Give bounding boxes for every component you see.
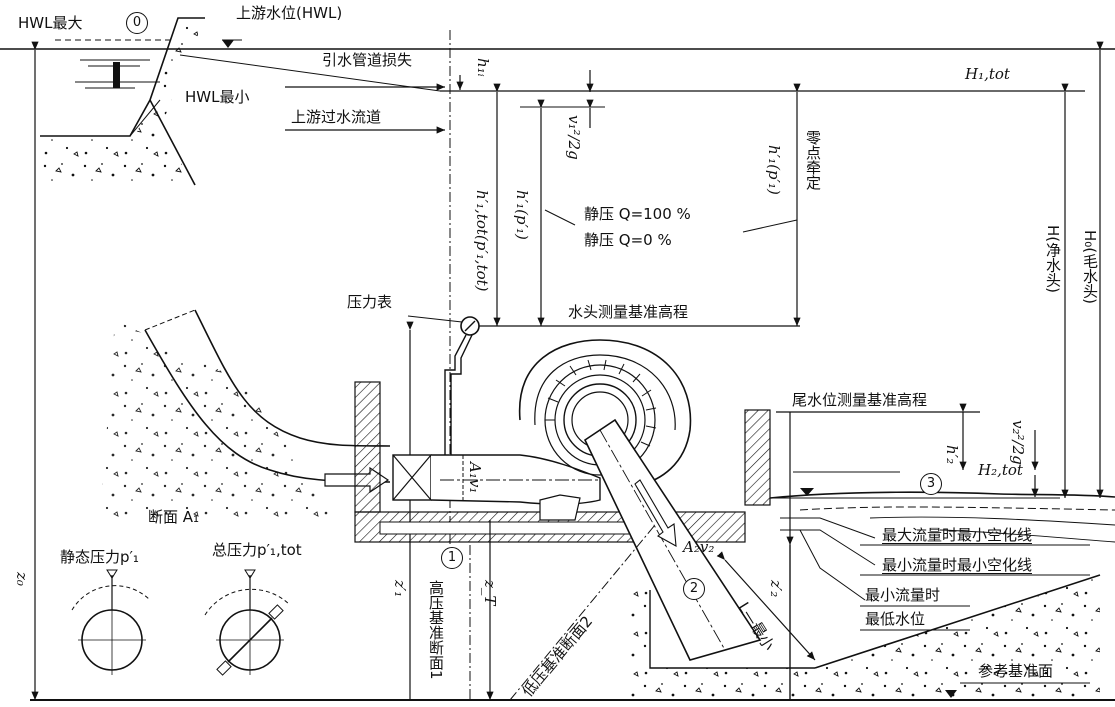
valve-block: [392, 454, 432, 501]
label-h1i: h₁ᵢ: [474, 58, 492, 77]
pressure-gauge: [407, 315, 480, 455]
label-upstream-level: 上游水位(HWL): [236, 4, 343, 22]
label-static-pressure: 静态压力p′₁: [60, 548, 139, 566]
label-section-a1: 断面 A₁: [148, 508, 200, 526]
label-h1p-left: h′₁(p′₁): [513, 190, 531, 240]
label-total-pressure: 总压力p′₁,tot: [212, 541, 302, 559]
wall-right: [744, 409, 771, 506]
label-h1-tot: H₁,tot: [965, 65, 1010, 83]
label-v1-head: v₁²/2g: [565, 115, 583, 160]
static-pressure-tap: [71, 569, 151, 675]
label-static-q100: 静压 Q=100 %: [584, 205, 691, 223]
label-v2-head: v₂²/2g: [1009, 420, 1027, 465]
label-z0: z₀: [13, 572, 31, 586]
marker-2: 2: [683, 578, 705, 600]
label-min-flow-lowest-2: 最低水位: [865, 610, 926, 628]
label-h1p-right: h′₁(p′₁): [765, 145, 783, 195]
label-min-flow-cav: 最小流量时最小空化线: [882, 556, 1033, 574]
total-pressure-tap: [204, 569, 291, 676]
ref-plane-mark: [945, 690, 957, 698]
upstream-level-mark: [222, 40, 234, 48]
label-h2-tot: H₂,tot: [978, 461, 1023, 479]
label-high-section: 高压基准断面1: [427, 580, 445, 680]
label-zT: z_T: [481, 580, 499, 606]
label-gross-head: H₀(毛水头): [1081, 230, 1099, 304]
label-z2: z′₂: [767, 580, 785, 598]
label-hwl-max: HWL最大: [18, 14, 83, 32]
label-static-q0: 静压 Q=0 %: [584, 231, 672, 249]
label-tail-ref: 尾水位测量基准高程: [792, 391, 928, 409]
label-upstream-channel: 上游过水流道: [291, 108, 382, 126]
label-min-flow-lowest-1: 最小流量时: [865, 586, 941, 604]
wall-left: [354, 381, 381, 513]
penstock-pipe: [100, 309, 391, 520]
label-pressure-gauge: 压力表: [347, 293, 393, 311]
label-ref-plane: 参考基准面: [978, 662, 1054, 680]
marker-0: 0: [126, 12, 148, 34]
flow-arrow-2: [634, 479, 677, 547]
label-h1-tot-left: h′₁,tot(p′₁,tot): [473, 190, 491, 292]
label-zero-point: 零点牵定: [804, 130, 822, 190]
marker-3: 3: [920, 473, 942, 495]
tailwater: [769, 403, 1115, 700]
intake-loss-line: [179, 54, 441, 92]
label-net-head: H(净水头): [1044, 225, 1062, 293]
label-hwl-min: HWL最小: [185, 88, 250, 106]
draft-tube: [583, 418, 762, 661]
label-h2p: h′₂: [943, 445, 961, 465]
label-z1: z′₁: [391, 580, 409, 598]
reservoir-bank: [40, 17, 205, 186]
label-max-flow-cav: 最大流量时最小空化线: [882, 526, 1033, 544]
label-head-ref: 水头测量基准高程: [568, 303, 689, 321]
label-intake-loss: 引水管道损失: [322, 51, 413, 69]
label-a2v2: A₂v₂: [683, 538, 715, 556]
marker-1: 1: [441, 547, 463, 569]
label-a1v1: A₁v₁: [466, 462, 484, 494]
